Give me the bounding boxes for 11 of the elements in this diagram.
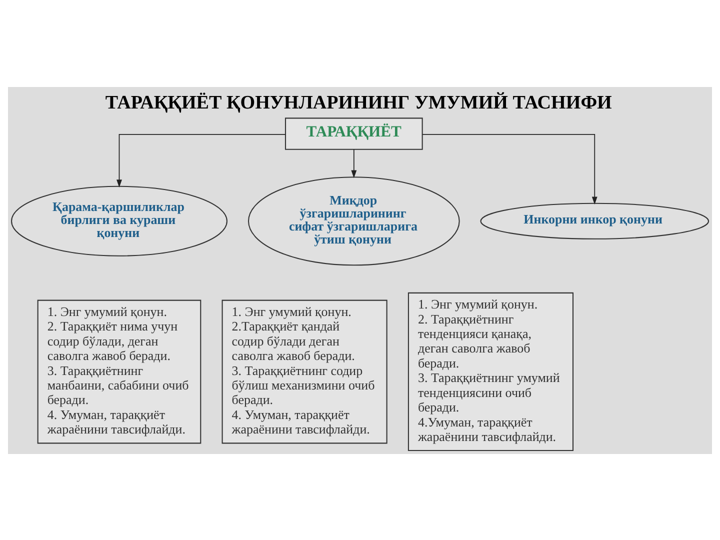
arrow [351,148,357,178]
node-box: 1. Энг умумий қонун. 2.Тараққиёт қандай содир бўлади деган саволга жавоб беради. 3. Тараққиётнинг содир бўлиш механизмини очиб беради. 4. Умуман, тараққиёт жараёнини тавсифлайди. [222,299,388,444]
arrow [116,134,286,187]
diagram-title: ТАРАҚҚИЁТ ҚОНУНЛАРИНИНГ УМУМИЙ ТАСНИФИ [105,92,612,113]
node-box: ТАРАҚҚИЁТ [284,117,423,150]
node-ellipse: Қарама-қаршиликлар бирлиги ва кураши қонуни [11,185,228,256]
node-ellipse: Инкорни инкор қонуни [480,202,710,239]
node-box: 1. Энг умумий қонун. 2. Тараққиётнинг тенденцияси қанақа, деган саволга жавоб беради. 3. Тараққиётнинг умумий тенденциясини очиб беради. 4.Умуман, тараққиёт жараёнини тавсифлайди. [408,292,574,451]
node-ellipse: Миқдор ўзгаришларининг сифат ўзгаришларига ўтиш қонуни [248,176,460,266]
node-box: 1. Энг умумий қонун. 2. Тараққиёт нима учун содир бўлади, деган саволга жавоб беради. 3. Тараққиётнинг манбаини, сабабини очиб беради. 4. Умуман, тараққиёт жараёнини тавсифлайди. [37,299,202,444]
arrow [422,134,598,204]
